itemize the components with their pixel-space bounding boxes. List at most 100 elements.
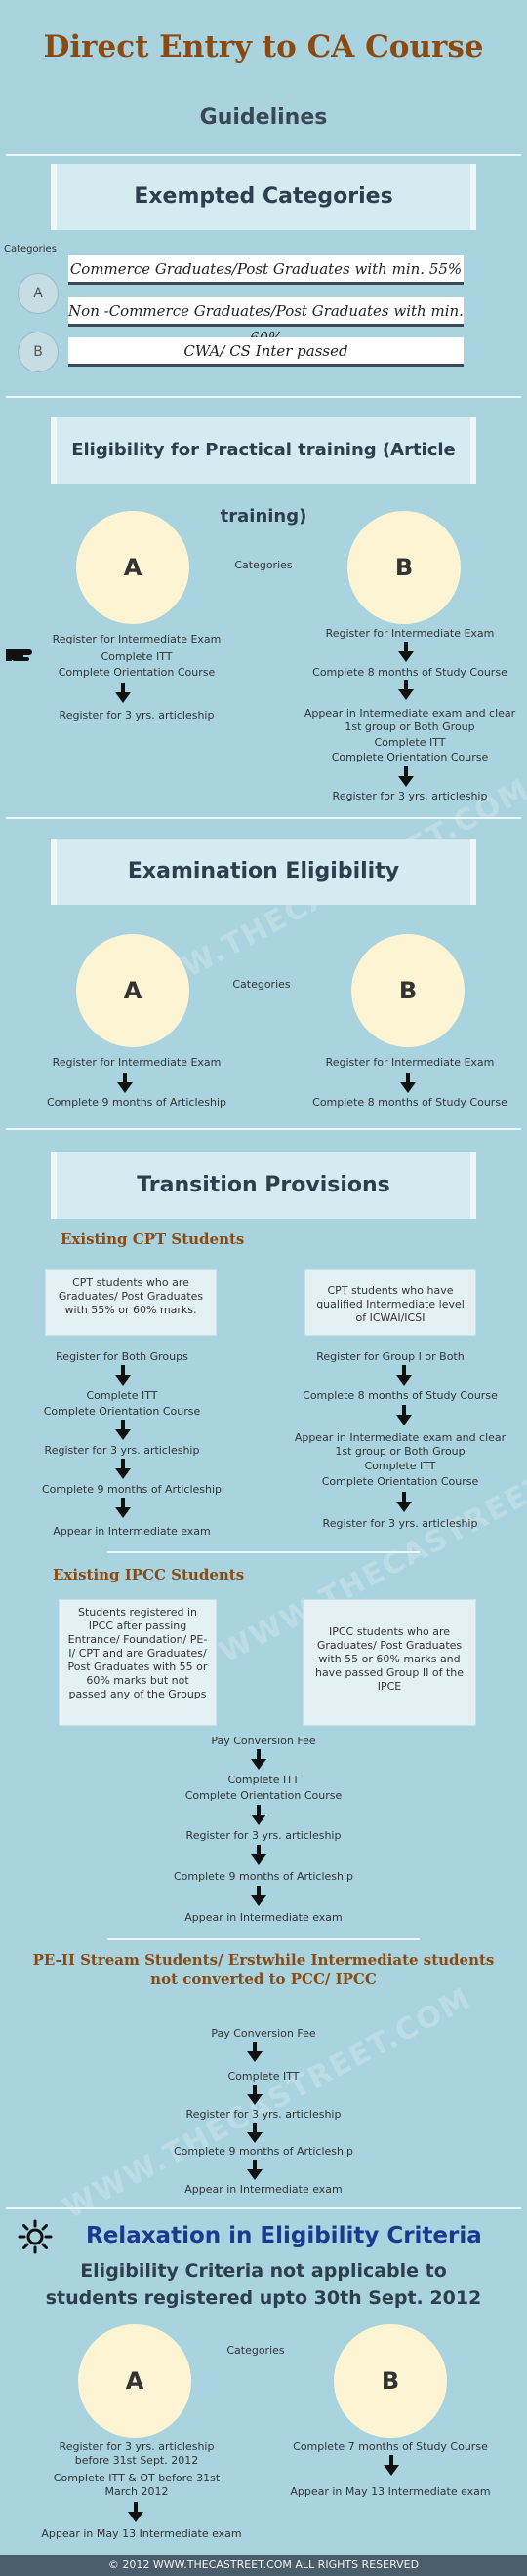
step-text: Appear in May 13 Intermediate exam xyxy=(290,2485,491,2498)
step-text: Complete 8 months of Study Course xyxy=(312,1096,507,1109)
step-text: Pay Conversion Fee xyxy=(211,2027,316,2040)
step-text: Complete Orientation Course xyxy=(58,666,216,679)
arrow-down-icon xyxy=(400,1073,416,1094)
cpt-right-box: CPT students who have qualified Intermed… xyxy=(304,1269,476,1336)
arrow-down-icon xyxy=(128,2502,143,2523)
arrow-down-icon xyxy=(247,2123,263,2144)
step-text: Register for 3 yrs. articleship xyxy=(44,1444,200,1457)
page-title: Direct Entry to CA Course xyxy=(43,29,484,64)
step-text: Complete Orientation Course xyxy=(321,1475,479,1488)
pe2-heading: PE-II Stream Students/ Erstwhile Interme… xyxy=(32,1951,495,1988)
arrow-down-icon xyxy=(115,1498,131,1519)
divider xyxy=(107,1938,420,1940)
step-text: Complete Orientation Course xyxy=(184,1789,343,1802)
step-text: Complete 9 months of Articleship xyxy=(173,2145,354,2158)
step-text: Register for Intermediate Exam xyxy=(52,1056,222,1069)
categories-label: Categories xyxy=(4,244,57,254)
step-text: 1st group or Both Group xyxy=(345,721,475,733)
exempted-title: Exempted Categories xyxy=(51,164,476,230)
step-text: Complete 8 months of Study Course xyxy=(312,666,507,679)
arrow-down-icon xyxy=(115,1459,131,1480)
footer: © 2012 WWW.THECASTREET.COM ALL RIGHTS RE… xyxy=(0,2555,527,2576)
categories-label: Categories xyxy=(226,2344,285,2357)
cpt-heading: Existing CPT Students xyxy=(61,1230,245,1248)
practical-title: Eligibility for Practical training (Arti… xyxy=(51,417,476,527)
relaxation-subtitle: students registered upto 30th Sept. 2012 xyxy=(45,2287,482,2309)
category-a-circle: A xyxy=(76,934,189,1047)
arrow-down-icon xyxy=(396,1405,412,1426)
step-text: Register for 3 yrs. articleship xyxy=(59,709,215,722)
category-item: CWA/ CS Inter passed xyxy=(68,337,464,367)
ipcc-left-box: Students registered in IPCC after passin… xyxy=(59,1599,217,1726)
category-b-circle: B xyxy=(351,934,465,1047)
step-text: Complete ITT xyxy=(364,1460,436,1472)
arrow-down-icon xyxy=(251,1845,266,1866)
arrow-down-icon xyxy=(398,642,414,663)
step-text: Pay Conversion Fee xyxy=(211,1735,316,1747)
step-text: Complete ITT & OT before 31st xyxy=(53,2472,221,2484)
step-text: Register for 3 yrs. articleship xyxy=(185,1829,342,1842)
arrow-down-icon xyxy=(115,1365,131,1386)
step-text: Complete 9 months of Articleship xyxy=(46,1096,227,1109)
categories-label: Categories xyxy=(234,559,293,571)
step-text: Register for 3 yrs. articleship xyxy=(185,2108,342,2121)
step-text: Appear in Intermediate exam xyxy=(184,2183,343,2196)
step-text: Register for 3 yrs. articleship xyxy=(332,790,488,802)
arrow-down-icon xyxy=(247,2042,263,2063)
arrow-down-icon xyxy=(384,2455,399,2477)
step-text: 1st group or Both Group xyxy=(335,1445,466,1458)
divider xyxy=(107,1551,420,1553)
step-text: Complete ITT xyxy=(101,650,173,663)
ipcc-right-box: IPCC students who are Graduates/ Post Gr… xyxy=(303,1599,476,1726)
ipcc-heading: Existing IPCC Students xyxy=(53,1566,245,1583)
step-text: Complete ITT xyxy=(86,1389,158,1402)
step-text: Register for 3 yrs. articleship xyxy=(322,1517,478,1530)
step-text: Complete ITT xyxy=(227,2070,300,2083)
categories-label: Categories xyxy=(232,978,291,991)
divider xyxy=(6,396,521,398)
bubble-a: A xyxy=(18,273,59,314)
step-text: Register for Group I or Both xyxy=(316,1350,465,1363)
relaxation-subtitle: Eligibility Criteria not applicable to xyxy=(80,2260,447,2282)
relaxation-title: Relaxation in Eligibility Criteria xyxy=(86,2223,482,2248)
step-text: Register for Intermediate Exam xyxy=(52,633,222,645)
step-text: Register for 3 yrs. articleship xyxy=(59,2440,215,2453)
arrow-down-icon xyxy=(115,683,131,704)
step-text: Complete 9 months of Articleship xyxy=(173,1870,354,1883)
step-text: Register for Intermediate Exam xyxy=(325,627,495,640)
arrow-down-icon xyxy=(251,1749,266,1771)
step-text: Register for Both Groups xyxy=(56,1350,188,1363)
step-text: Appear in Intermediate exam and clear xyxy=(294,1431,507,1444)
step-text: Complete 9 months of Articleship xyxy=(41,1483,223,1496)
arrow-down-icon xyxy=(247,2160,263,2181)
step-text: Appear in May 13 Intermediate exam xyxy=(41,2527,242,2540)
step-text: Complete 7 months of Study Course xyxy=(293,2440,488,2453)
arrow-down-icon xyxy=(115,1420,131,1441)
exam-title: Examination Eligibility xyxy=(51,839,476,905)
page-subtitle: Guidelines xyxy=(199,105,328,130)
step-text: Complete 8 months of Study Course xyxy=(303,1389,498,1402)
step-text: Complete ITT xyxy=(227,1774,300,1786)
arrow-down-icon xyxy=(117,1073,133,1094)
arrow-down-icon xyxy=(247,2085,263,2106)
category-a-circle: A xyxy=(76,511,189,624)
arrow-down-icon xyxy=(398,680,414,701)
arrow-down-icon xyxy=(396,1492,412,1513)
step-text: Complete Orientation Course xyxy=(43,1405,201,1418)
category-a-circle: A xyxy=(78,2324,191,2438)
step-text: Complete ITT xyxy=(374,736,446,749)
category-b-circle: B xyxy=(347,511,461,624)
divider xyxy=(6,817,521,819)
arrow-down-icon xyxy=(251,1805,266,1826)
category-item: Commerce Graduates/Post Graduates with m… xyxy=(68,255,464,285)
step-text: Appear in Intermediate exam xyxy=(53,1525,211,1538)
step-text: Complete Orientation Course xyxy=(331,751,489,763)
step-text: Register for Intermediate Exam xyxy=(325,1056,495,1069)
step-text: before 31st Sept. 2012 xyxy=(74,2454,199,2467)
arrow-down-icon xyxy=(398,766,414,788)
pointing-hand-icon xyxy=(6,642,45,665)
arrow-down-icon xyxy=(396,1365,412,1386)
category-b-circle: B xyxy=(334,2324,447,2438)
sun-icon xyxy=(18,2219,53,2254)
step-text: March 2012 xyxy=(104,2485,169,2498)
